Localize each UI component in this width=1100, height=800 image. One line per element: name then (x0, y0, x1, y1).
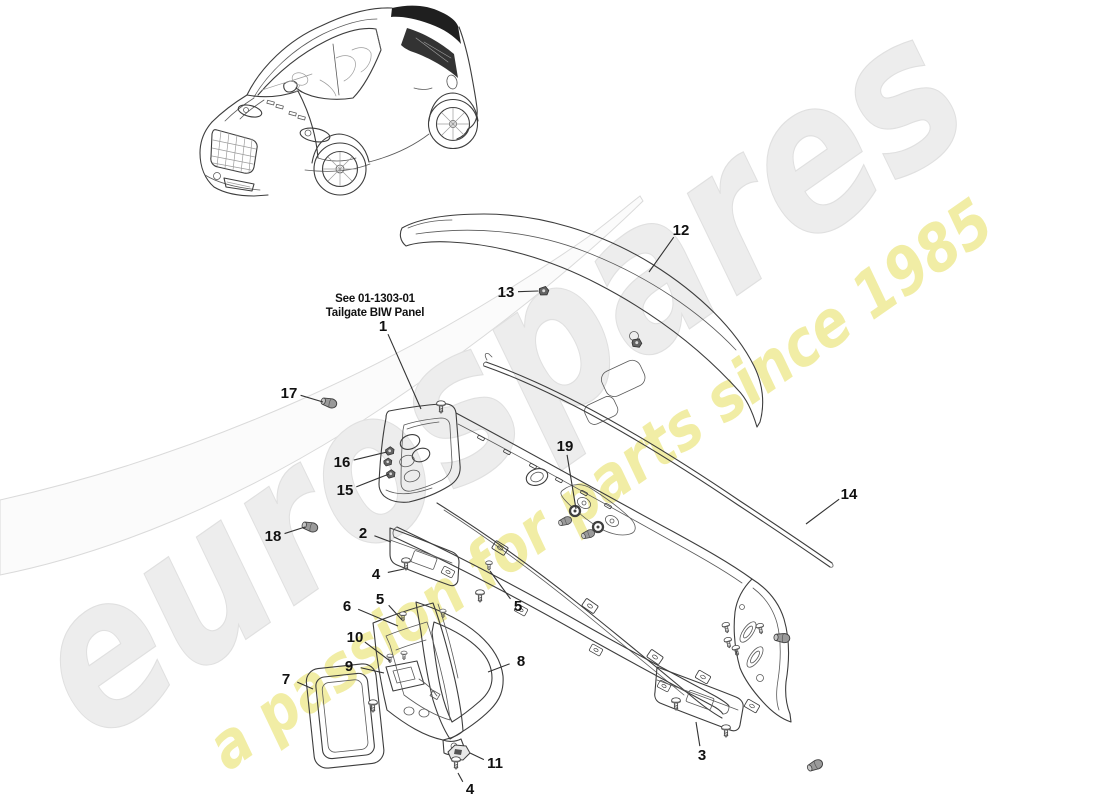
mount-tab (581, 597, 599, 615)
watermark-swoosh (0, 195, 644, 576)
callout-leader-11 (469, 752, 485, 761)
callout-label-7: 7 (282, 671, 290, 688)
callout-leader-6 (357, 608, 399, 627)
callout-leader-19 (566, 454, 577, 510)
callout-leader-4 (457, 772, 464, 783)
callout-label-3: 3 (698, 747, 706, 764)
latch-part (385, 660, 441, 718)
callout-label-6: 6 (343, 598, 351, 615)
bracket-right-part (654, 666, 744, 732)
lower-flange-part (392, 526, 730, 715)
callout-label-17: 17 (281, 385, 298, 402)
tailgate-trim-panel-part (378, 403, 792, 723)
spoiler-part (399, 213, 764, 428)
callout-leader-8 (487, 663, 510, 673)
screw-icon (721, 621, 732, 634)
callout-label-15: 15 (337, 482, 354, 499)
trim-strip-part (483, 352, 834, 568)
callout-label-10: 10 (347, 629, 364, 646)
screw-icon (723, 636, 734, 649)
callout-label-4: 4 (372, 566, 381, 583)
callout-leader-12 (648, 236, 675, 273)
reference-note-line1: See 01-1303-01 (335, 293, 415, 305)
watermark: eurospares a passion for parts since 198… (0, 0, 1008, 786)
callout-label-8: 8 (517, 653, 525, 670)
callout-leader-13 (517, 290, 539, 293)
grommet-icon (773, 632, 791, 644)
bracket-left-part (389, 527, 460, 587)
callout-leader-3 (695, 721, 701, 747)
mount-tab (656, 679, 672, 693)
callout-leader-15 (356, 473, 390, 488)
car-spoiler-highlight (391, 5, 461, 44)
callout-leader-5 (388, 604, 403, 621)
ring-nut-icon (591, 520, 605, 534)
callout-leader-1 (387, 333, 422, 410)
callout-label-2: 2 (359, 525, 367, 542)
callout-leader-14 (805, 498, 840, 525)
panel-end-cap (378, 403, 461, 503)
callout-leader-7 (297, 681, 314, 690)
grommet-icon (805, 757, 825, 774)
mount-tab (646, 648, 664, 666)
callout-leader-4 (387, 568, 405, 573)
panel-right-pillar (733, 578, 792, 723)
callout-leader-18 (284, 526, 306, 535)
callout-leader-5 (489, 570, 511, 600)
pocket-housing-part (372, 602, 467, 756)
callout-leader-2 (374, 535, 392, 543)
callout-label-12: 12 (673, 222, 690, 239)
callout-label-14: 14 (841, 486, 858, 503)
callout-label-11: 11 (487, 755, 503, 772)
car-rear-glass (401, 28, 458, 78)
screw-icon (451, 756, 461, 770)
callout-label-18: 18 (265, 528, 282, 545)
plate-seal-part (305, 663, 385, 769)
callout-leader-16 (353, 451, 388, 461)
car-illustration (199, 5, 479, 197)
screw-icon (721, 724, 731, 738)
callout-label-5: 5 (514, 598, 522, 615)
mount-tab (743, 698, 761, 714)
callout-label-4: 4 (466, 781, 475, 798)
reference-note-line2: Tailgate BIW Panel (326, 307, 424, 319)
outer-bezel-part (415, 601, 504, 740)
callout-label-13: 13 (498, 284, 515, 301)
callout-label-5: 5 (376, 591, 384, 608)
callout-label-16: 16 (334, 454, 351, 471)
ring-nut-icon (568, 504, 582, 518)
callout-leader-17 (300, 394, 324, 403)
reference-note: See 01-1303-01 Tailgate BIW Panel (326, 293, 425, 319)
callout-label-19: 19 (557, 438, 574, 455)
callout-leader-9 (360, 667, 385, 674)
screw-icon (755, 622, 766, 635)
callout-label-1: 1 (379, 318, 387, 335)
callout-label-9: 9 (345, 658, 353, 675)
watermark-brand: eurospares (0, 0, 1008, 786)
callout-leader-10 (364, 641, 391, 662)
